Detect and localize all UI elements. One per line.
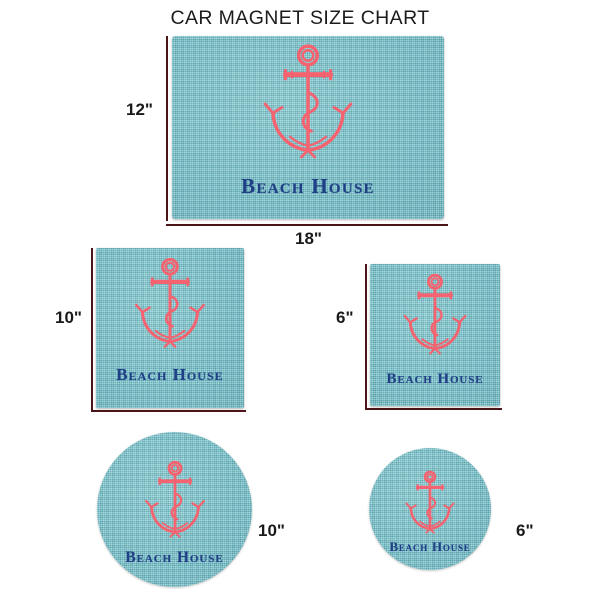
rect-width-measure-line	[166, 224, 448, 226]
rect-height-label: 12"	[126, 100, 153, 119]
magnet-artwork: Beach House	[96, 248, 244, 408]
magnet-round-6[interactable]: Beach House	[369, 448, 491, 570]
wordmark-text: Beach House	[116, 365, 224, 384]
anchor-icon	[249, 43, 367, 165]
anchor-icon	[395, 273, 475, 359]
magnet-artwork: Beach House	[97, 432, 252, 587]
anchor-icon	[125, 257, 215, 353]
square10-baseline	[91, 410, 246, 412]
magnet-artwork: Beach House	[369, 448, 491, 570]
magnet-round-10[interactable]: Beach House	[97, 432, 252, 587]
square6-baseline	[365, 408, 502, 410]
square10-size-label: 10"	[55, 308, 82, 327]
square6-measure-line	[365, 264, 367, 408]
wordmark-text: Beach House	[389, 539, 471, 554]
round6-size-label: 6"	[516, 521, 534, 540]
anchor-icon	[137, 460, 213, 542]
square10-measure-line	[91, 248, 93, 410]
magnet-rectangle-18x12[interactable]: Beach House	[172, 36, 444, 219]
magnet-artwork: Beach House	[370, 264, 500, 406]
round10-size-label: 10"	[258, 521, 285, 540]
page-title: CAR MAGNET SIZE CHART	[170, 7, 430, 29]
magnet-square-6[interactable]: Beach House	[370, 264, 500, 406]
magnet-artwork: Beach House	[172, 36, 444, 219]
wordmark-text: Beach House	[386, 371, 484, 387]
wordmark-text: Beach House	[241, 174, 375, 198]
wordmark-text: Beach House	[125, 549, 224, 566]
rect-height-measure-line	[166, 36, 168, 221]
anchor-icon	[399, 470, 461, 537]
rect-width-label: 18"	[295, 229, 322, 248]
magnet-square-10[interactable]: Beach House	[96, 248, 244, 408]
square6-size-label: 6"	[336, 308, 354, 327]
